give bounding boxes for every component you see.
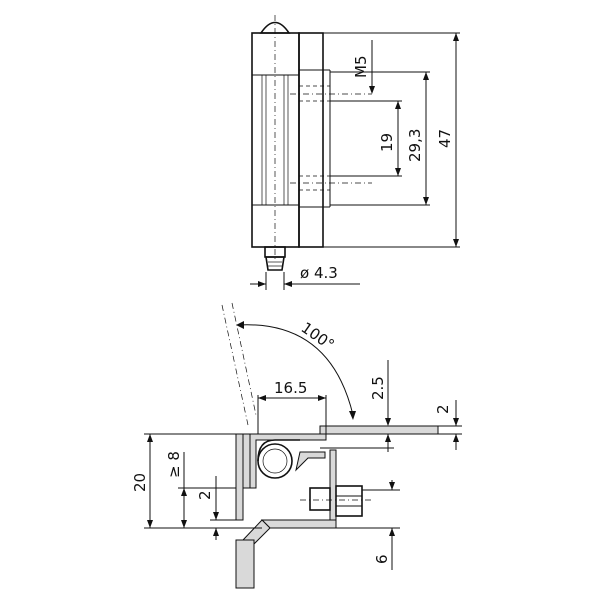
hinge-front-view: M5 19 29,3 47 ø 4.3: [250, 15, 460, 290]
dim-16-5: 16.5: [274, 379, 307, 397]
dim-29-3: 29,3: [406, 129, 424, 162]
dim-2-left: 2: [196, 490, 214, 500]
dim-2-5: 2.5: [369, 376, 387, 400]
frame-profile: [249, 433, 327, 489]
hinge-section-view: 100° 16.5 2.5: [131, 302, 462, 589]
hinge-leaf: [298, 32, 324, 248]
nut: [335, 485, 363, 517]
dim-19: 19: [378, 133, 396, 152]
dim-20: 20: [131, 473, 149, 492]
dim-m5: M5: [352, 56, 370, 79]
dim-6: 6: [373, 554, 391, 564]
dim-diameter: ø 4.3: [300, 264, 338, 282]
dim-2-top: 2: [434, 404, 452, 414]
bolt-head: [309, 487, 331, 511]
dim-47: 47: [436, 129, 454, 148]
dim-ge-8: ≥ 8: [165, 451, 183, 478]
hinge-knuckle: [251, 32, 300, 248]
door-panel: [319, 425, 439, 435]
